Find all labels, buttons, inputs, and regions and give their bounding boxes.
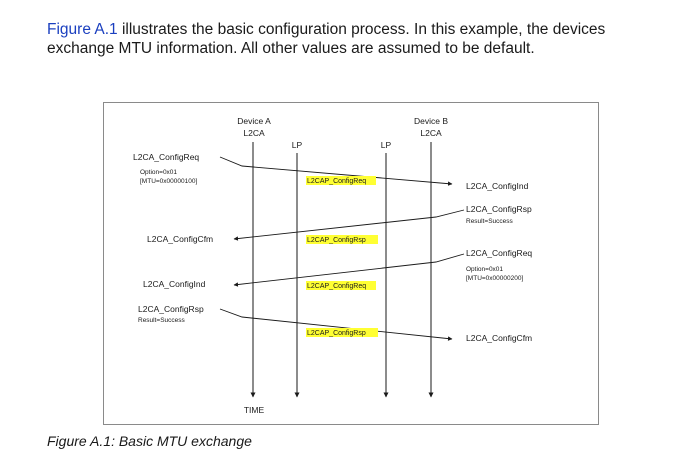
pdu3-label: L2CAP_ConfigReq [307, 283, 366, 290]
figure-frame [103, 102, 599, 425]
right-config-req-label: L2CA_ConfigReq [466, 248, 532, 258]
pdu2-label: L2CAP_ConfigRsp [307, 237, 366, 244]
arrow-config-req-a-to-b [219, 156, 453, 186]
device-b-label: Device B [414, 116, 448, 126]
pdu4-label: L2CAP_ConfigRsp [307, 330, 366, 337]
device-b-l2ca-label: L2CA [420, 128, 442, 138]
right-config-cfm-label: L2CA_ConfigCfm [466, 333, 532, 343]
lp-right-label: LP [381, 140, 392, 150]
time-label: TIME [244, 405, 265, 415]
right-config-req-option: Option=0x01 [466, 266, 503, 273]
arrow-config-rsp-b-to-a [233, 209, 465, 241]
arrow-config-rsp-a-to-b [219, 308, 453, 341]
pdu2-highlight [306, 235, 378, 244]
right-config-req-mtu: [MTU=0x00000200] [466, 275, 523, 282]
right-config-rsp-label: L2CA_ConfigRsp [466, 204, 532, 214]
device-a-l2ca-label: L2CA [243, 128, 265, 138]
left-config-req-option: Option=0x01 [140, 169, 177, 176]
intro-text: illustrates the basic configuration proc… [47, 21, 606, 57]
left-config-cfm-label: L2CA_ConfigCfm [147, 234, 213, 244]
device-a-label: Device A [237, 116, 271, 126]
left-config-rsp-result: Result=Success [138, 317, 186, 324]
right-config-rsp-result: Result=Success [466, 218, 514, 225]
pdu1-highlight [306, 176, 376, 185]
pdu3-highlight [306, 281, 376, 290]
left-config-req-label: L2CA_ConfigReq [133, 152, 199, 162]
left-config-rsp-label: L2CA_ConfigRsp [138, 304, 204, 314]
right-config-ind-label: L2CA_ConfigInd [466, 181, 529, 191]
intro-paragraph: Figure A.1 illustrates the basic configu… [47, 20, 647, 58]
lp-left-label: LP [292, 140, 303, 150]
figure-caption: Figure A.1: Basic MTU exchange [47, 433, 252, 449]
pdu4-highlight [306, 328, 378, 337]
left-config-ind-label: L2CA_ConfigInd [143, 279, 206, 289]
left-config-req-mtu: [MTU=0x00000100] [140, 178, 197, 185]
arrow-config-req-b-to-a [233, 253, 465, 287]
figure-link[interactable]: Figure A.1 [47, 21, 118, 38]
pdu1-label: L2CAP_ConfigReq [307, 178, 366, 185]
